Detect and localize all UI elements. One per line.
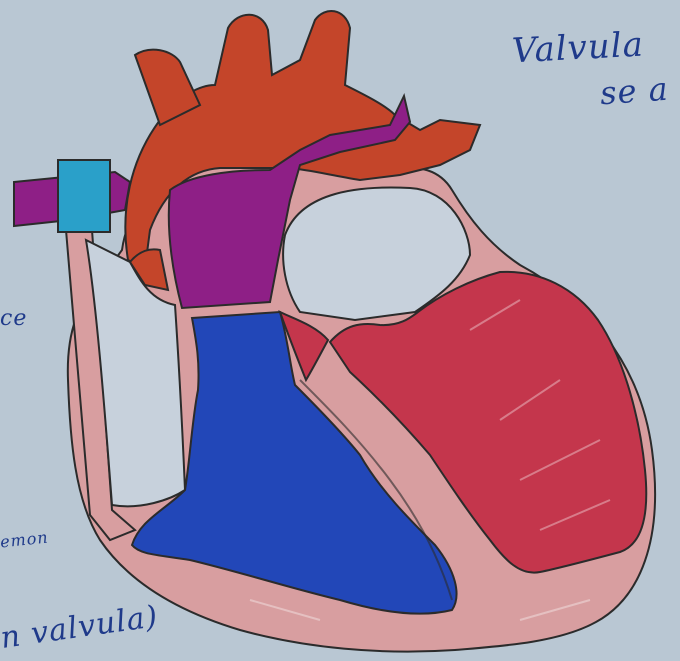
pulmonary-valve: [58, 160, 110, 232]
handwritten-note: Valvula: [511, 25, 645, 72]
handwritten-note: se a: [599, 70, 670, 113]
handwritten-note: ce: [0, 306, 27, 331]
